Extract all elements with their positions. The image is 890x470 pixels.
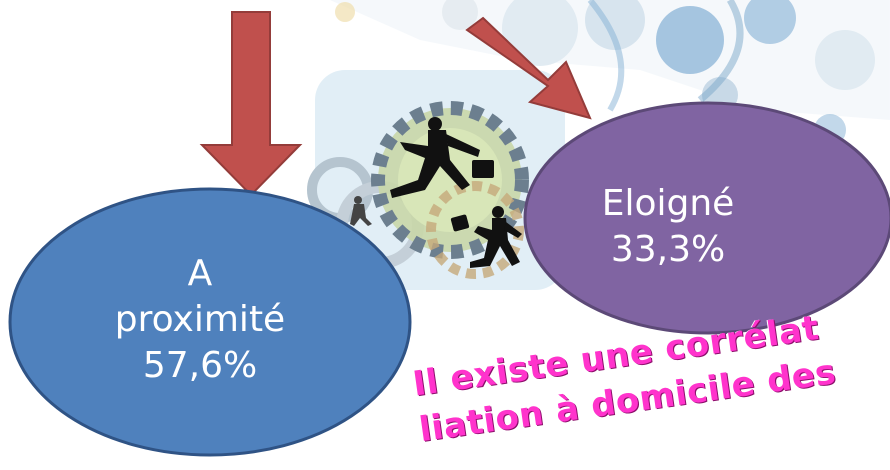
proximity-label-line2: proximité bbox=[114, 299, 286, 340]
business-people-gears-icon bbox=[307, 70, 565, 290]
proximity-label: A proximité 57,6% bbox=[60, 240, 340, 400]
proximity-percentage: 57,6% bbox=[142, 345, 258, 386]
far-ellipse bbox=[523, 101, 890, 335]
diagonal-arrow bbox=[465, 16, 592, 120]
down-arrow bbox=[199, 11, 303, 197]
proximity-label-line1: A bbox=[187, 253, 213, 294]
far-label: Eloigné 33,3% bbox=[548, 162, 788, 292]
proximity-ellipse bbox=[8, 187, 412, 457]
far-label-line1: Eloigné bbox=[601, 183, 735, 224]
far-percentage: 33,3% bbox=[610, 229, 726, 270]
